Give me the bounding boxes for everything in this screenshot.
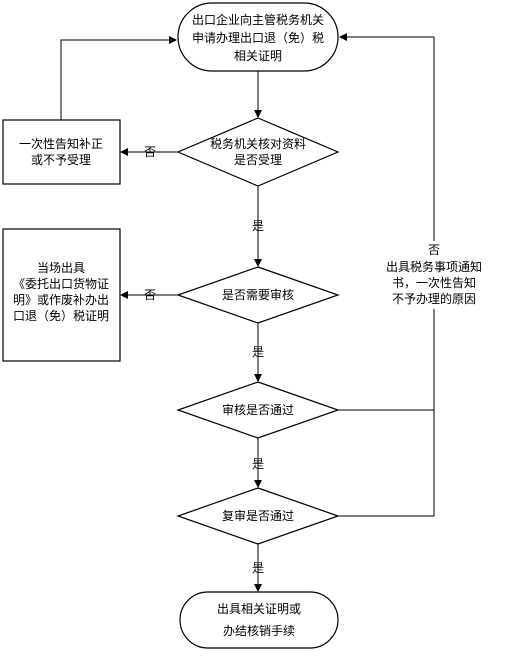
feedback-label-bg [382,241,488,309]
feedback-line-1: 否 [428,243,440,257]
reject-line-2: 或不予受理 [31,153,91,167]
issue-now-node: 当场出具 《委托出口货物证 明》或作废补办出 口退（免）税证明 [2,228,121,362]
decision1-line-1: 税务机关核对资料 [210,136,306,151]
start-line-3: 相关证明 [234,49,282,63]
decision3-yes-label: 是 [252,457,264,471]
decision4-node: 复审是否通过 [176,487,340,545]
feedback-line-4: 不予办理的原因 [392,291,476,306]
decision3-node: 审核是否通过 [176,381,340,439]
decision1-node: 税务机关核对资料 是否受理 [176,117,340,187]
arrow-feedback-to-start [339,33,435,516]
start-line-2: 申请办理出口退（免）税 [192,30,324,45]
end-node: 出具相关证明或 办结核销手续 [179,591,339,649]
end-line-2: 办结核销手续 [223,623,295,638]
feedback-line-3: 书，一次性告知 [392,276,476,290]
start-node: 出口企业向主管税务机关 申请办理出口退（免）税 相关证明 [177,2,339,72]
decision2-yes-label: 是 [252,345,264,359]
decision4-yes-label: 是 [252,561,264,575]
reject-box [2,119,121,185]
decision4-line-1: 复审是否通过 [222,508,294,523]
decision2-node: 是否需要审核 [176,266,340,324]
reject-node: 一次性告知补正 或不予受理 [2,119,121,185]
feedback-label: 否 出具税务事项通知 书，一次性告知 不予办理的原因 [382,241,488,309]
decision1-yes-label: 是 [252,219,264,233]
end-line-1: 出具相关证明或 [217,602,301,616]
issue-now-line-2: 《委托出口货物证 [13,276,109,291]
issue-now-line-1: 当场出具 [37,261,85,275]
reject-line-1: 一次性告知补正 [19,137,103,151]
decision2-no-label: 否 [144,288,156,302]
issue-now-line-4: 口退（免）税证明 [13,308,109,323]
issue-now-box [2,228,121,362]
decision3-line-1: 审核是否通过 [222,402,294,417]
decision1-diamond [176,117,340,187]
issue-now-line-3: 明》或作废补办出 [13,292,109,307]
decision2-line-1: 是否需要审核 [222,287,294,302]
arrow-reject-to-start [60,36,177,120]
end-terminal-shape [179,591,339,649]
decision1-line-2: 是否受理 [234,153,282,167]
feedback-line-2: 出具税务事项通知 [386,259,482,274]
decision1-no-label: 否 [144,145,156,159]
start-line-1: 出口企业向主管税务机关 [192,12,324,27]
